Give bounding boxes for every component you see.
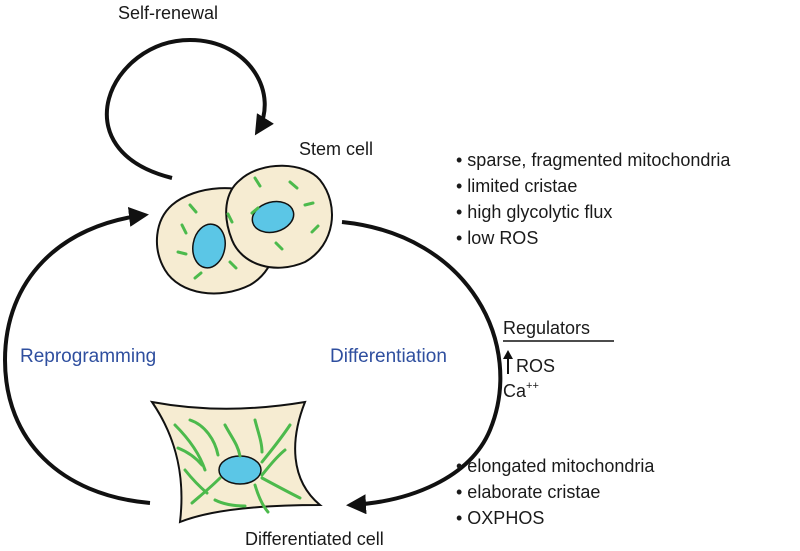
- reprogramming-label: Reprogramming: [20, 346, 156, 367]
- stem-feature-list: • sparse, fragmented mitochondria • limi…: [456, 150, 731, 248]
- stem-feature-item: • sparse, fragmented mitochondria: [456, 150, 731, 170]
- regulators: Regulators ROS Ca++: [503, 318, 614, 401]
- stem-feature-item: • high glycolytic flux: [456, 202, 612, 222]
- regulators-heading: Regulators: [503, 318, 590, 338]
- differentiated-cell-label: Differentiated cell: [245, 529, 384, 549]
- stem-nucleus-right: [251, 200, 295, 234]
- differentiated-mitochondria: [173, 418, 302, 514]
- calcium-charge: ++: [526, 380, 539, 392]
- differentiated-feature-list: • elongated mitochondria • elaborate cri…: [456, 456, 655, 528]
- regulator-calcium: Ca++: [503, 380, 539, 401]
- differentiated-feature-item: • elaborate cristae: [456, 482, 600, 502]
- stem-nucleus-left: [192, 223, 226, 269]
- regulator-ros: ROS: [516, 356, 555, 376]
- differentiation-label: Differentiation: [330, 346, 447, 367]
- differentiated-feature-item: • OXPHOS: [456, 508, 544, 528]
- up-arrow-icon: [503, 350, 513, 374]
- differentiated-nucleus: [218, 455, 262, 485]
- differentiated-feature-item: • elongated mitochondria: [456, 456, 655, 476]
- stem-feature-item: • low ROS: [456, 228, 538, 248]
- self-renewal-arrow: [105, 37, 274, 180]
- differentiation-arrow: [341, 220, 503, 515]
- reprogramming-arrow: [2, 206, 151, 505]
- stem-cell-label: Stem cell: [299, 139, 373, 159]
- stem-cell-cluster: [155, 164, 333, 295]
- calcium-symbol: Ca: [503, 381, 527, 401]
- differentiated-cell: [149, 400, 323, 524]
- stem-feature-item: • limited cristae: [456, 176, 577, 196]
- self-renewal-label: Self-renewal: [118, 3, 218, 23]
- stem-mitochondria: [176, 176, 320, 280]
